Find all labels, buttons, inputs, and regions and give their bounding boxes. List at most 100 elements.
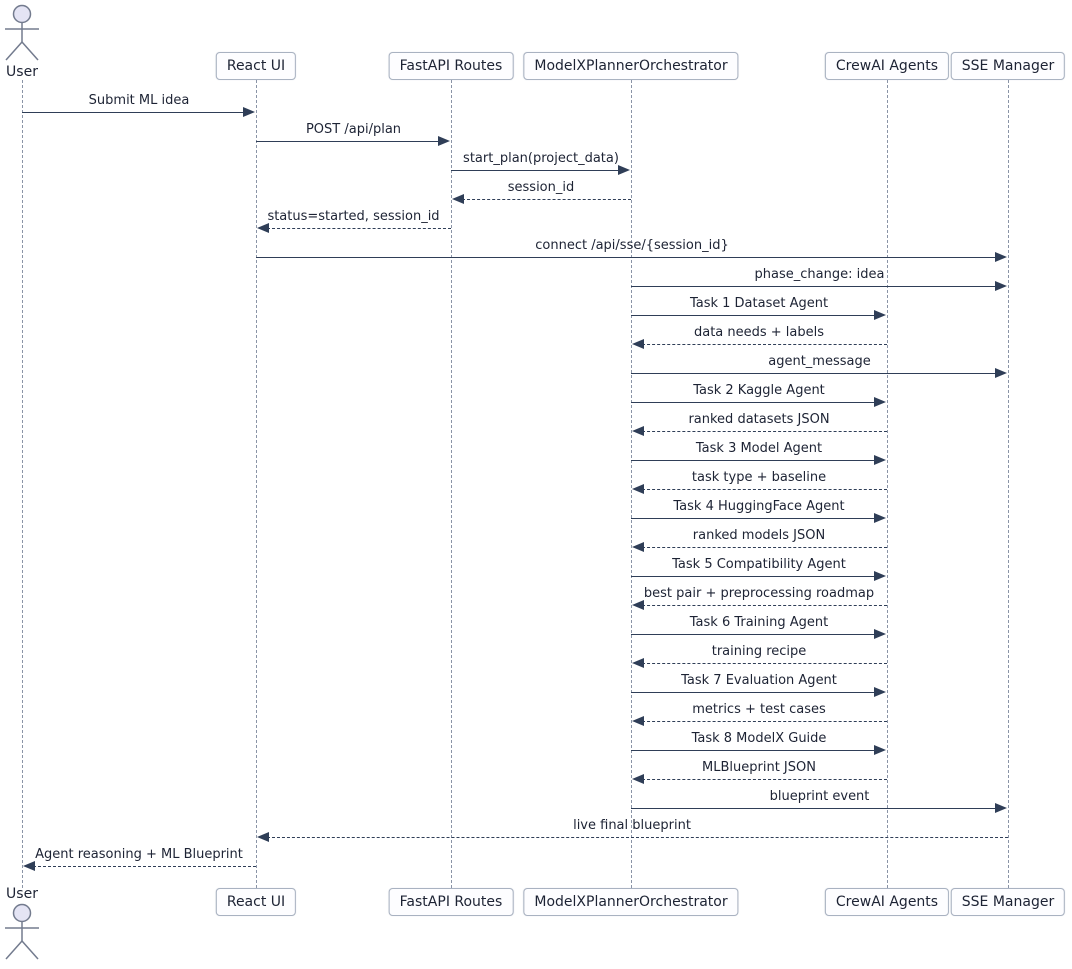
actor-name-top: User xyxy=(6,64,38,80)
message-label: Task 5 Compatibility Agent xyxy=(672,557,846,572)
lifeline-user xyxy=(22,80,23,888)
arrowhead-icon xyxy=(438,136,450,146)
message-line xyxy=(642,779,887,780)
message-line xyxy=(462,199,631,200)
arrowhead-icon xyxy=(874,629,886,639)
message-label: data needs + labels xyxy=(693,325,825,340)
message-line xyxy=(642,344,887,345)
message-label: Task 7 Evaluation Agent xyxy=(681,673,837,688)
message-line xyxy=(256,141,440,142)
actor-name-bottom: User xyxy=(6,886,38,902)
arrowhead-icon xyxy=(257,223,269,233)
participant-bottom-react-ui: React UI xyxy=(215,888,297,916)
message-label: phase_change: idea xyxy=(754,267,885,282)
message-line xyxy=(642,605,887,606)
arrowhead-icon xyxy=(632,600,644,610)
arrowhead-icon xyxy=(874,745,886,755)
message-line xyxy=(642,721,887,722)
message-line xyxy=(631,634,876,635)
arrowhead-icon xyxy=(632,658,644,668)
arrowhead-icon xyxy=(874,310,886,320)
participant-top-sse-manager: SSE Manager xyxy=(950,52,1066,80)
message-line xyxy=(33,866,256,867)
arrowhead-icon xyxy=(632,339,644,349)
message-line xyxy=(642,547,887,548)
lifeline-react-ui xyxy=(256,80,257,888)
arrowhead-icon xyxy=(243,107,255,117)
message-label: Submit ML idea xyxy=(88,93,190,108)
lifeline-sse-manager xyxy=(1008,80,1009,888)
arrowhead-icon xyxy=(618,165,630,175)
message-label: connect /api/sse/{session_id} xyxy=(535,238,729,253)
message-label: blueprint event xyxy=(769,789,870,804)
arrowhead-icon xyxy=(632,484,644,494)
actor-figure-top xyxy=(0,4,44,66)
arrowhead-icon xyxy=(995,252,1007,262)
message-label: ranked models JSON xyxy=(692,528,826,543)
arrowhead-icon xyxy=(632,426,644,436)
participant-top-react-ui: React UI xyxy=(215,52,297,80)
message-label: POST /api/plan xyxy=(305,122,402,137)
arrowhead-icon xyxy=(632,774,644,784)
message-label: Task 2 Kaggle Agent xyxy=(693,383,825,398)
message-line xyxy=(631,315,876,316)
message-label: Task 4 HuggingFace Agent xyxy=(673,499,845,514)
message-label: agent_message xyxy=(768,354,871,369)
message-line xyxy=(642,663,887,664)
arrowhead-icon xyxy=(257,832,269,842)
message-label: ranked datasets JSON xyxy=(688,412,830,427)
message-label: session_id xyxy=(507,180,575,195)
participant-bottom-sse-manager: SSE Manager xyxy=(950,888,1066,916)
message-line xyxy=(642,489,887,490)
message-label: start_plan(project_data) xyxy=(463,151,619,166)
message-label: Task 6 Training Agent xyxy=(689,615,829,630)
message-label: metrics + test cases xyxy=(692,702,826,717)
message-line xyxy=(631,373,997,374)
message-line xyxy=(631,402,876,403)
lifeline-orchestrator xyxy=(631,80,632,888)
lifeline-crewai-agents xyxy=(887,80,888,888)
arrowhead-icon xyxy=(874,687,886,697)
message-label: Task 8 ModelX Guide xyxy=(691,731,827,746)
message-label: Task 1 Dataset Agent xyxy=(689,296,829,311)
participant-top-crewai-agents: CrewAI Agents xyxy=(824,52,950,80)
arrowhead-icon xyxy=(874,397,886,407)
arrowhead-icon xyxy=(995,281,1007,291)
message-label: Task 3 Model Agent xyxy=(695,441,823,456)
message-line xyxy=(631,576,876,577)
message-label: task type + baseline xyxy=(691,470,827,485)
message-line xyxy=(642,431,887,432)
actor-figure-bottom xyxy=(0,903,44,965)
message-line xyxy=(267,228,451,229)
message-line xyxy=(631,518,876,519)
message-line xyxy=(631,460,876,461)
arrowhead-icon xyxy=(874,513,886,523)
message-line xyxy=(631,286,997,287)
participant-bottom-crewai-agents: CrewAI Agents xyxy=(824,888,950,916)
participant-bottom-fastapi-routes: FastAPI Routes xyxy=(388,888,514,916)
arrowhead-icon xyxy=(632,542,644,552)
arrowhead-icon xyxy=(874,571,886,581)
message-line xyxy=(631,750,876,751)
message-label: best pair + preprocessing roadmap xyxy=(643,586,875,601)
arrowhead-icon xyxy=(23,861,35,871)
message-label: training recipe xyxy=(711,644,807,659)
message-line xyxy=(256,257,997,258)
message-label: MLBlueprint JSON xyxy=(702,760,816,775)
message-line xyxy=(451,170,620,171)
message-line xyxy=(631,692,876,693)
message-label: Agent reasoning + ML Blueprint xyxy=(35,847,243,862)
arrowhead-icon xyxy=(995,803,1007,813)
message-line xyxy=(22,112,245,113)
message-label: status=started, session_id xyxy=(267,209,440,224)
lifeline-fastapi-routes xyxy=(451,80,452,888)
participant-top-fastapi-routes: FastAPI Routes xyxy=(388,52,514,80)
message-line xyxy=(267,837,1008,838)
participant-bottom-orchestrator: ModelXPlannerOrchestrator xyxy=(523,888,739,916)
arrowhead-icon xyxy=(632,716,644,726)
arrowhead-icon xyxy=(995,368,1007,378)
message-line xyxy=(631,808,997,809)
participant-top-orchestrator: ModelXPlannerOrchestrator xyxy=(523,52,739,80)
arrowhead-icon xyxy=(874,455,886,465)
